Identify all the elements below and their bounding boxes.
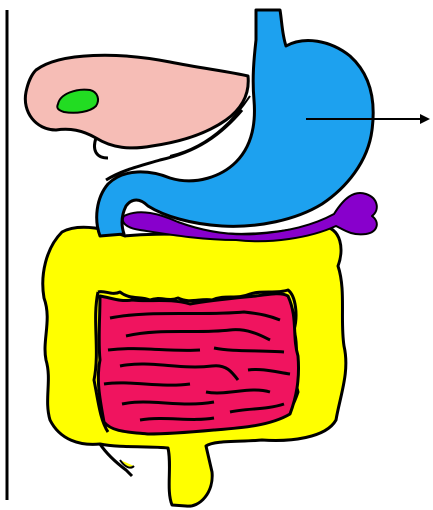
- small-intestine: [98, 294, 298, 434]
- appendix: [100, 444, 132, 476]
- small-intestine-fold-11: [140, 418, 214, 420]
- small-intestine-fold-9: [122, 402, 214, 404]
- stomach-pointer-arrowhead: [420, 114, 430, 124]
- small-intestine-fold-3: [108, 349, 200, 351]
- liver: [25, 55, 250, 180]
